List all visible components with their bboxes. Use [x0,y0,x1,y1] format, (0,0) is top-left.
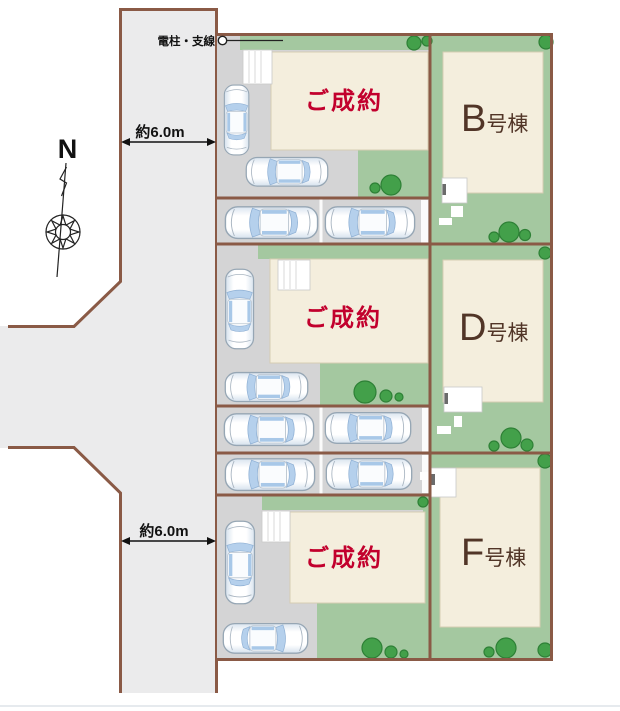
car-icon [225,268,255,350]
porch-d [437,386,483,434]
road-width-label-top: 約6.0m [135,123,184,141]
plot-e-grass-top [262,496,430,510]
car-icon [223,84,250,156]
porch-c [277,259,311,291]
car-icon [224,206,319,240]
road-width-annotation-top: 約6.0m [121,123,216,146]
tree-icon [399,649,409,659]
plot-borders [216,33,553,661]
building-f [439,467,541,628]
tree-icon [353,380,377,404]
utility-pole-icon [217,35,228,46]
tree-icon [369,182,381,194]
plot-e-grass-sliver [423,510,430,604]
arrowhead-left [121,138,130,146]
plot-c-grass-patch [320,362,430,406]
building-b [442,51,544,194]
tree-icon [394,392,404,402]
approach-tile-d1 [454,416,462,427]
door-f [431,474,435,485]
car-icon [325,458,413,490]
tree-icon [488,440,500,452]
building-d [442,259,544,403]
tree-icon [495,637,517,659]
tree-icon [537,642,553,658]
car-icon [245,156,329,187]
road-width-annotation-bottom: 約6.0m [121,522,216,545]
tree-icon [500,427,522,449]
tree-icon [417,496,429,508]
car-icon [223,413,315,447]
road-surface [0,8,217,693]
stall-end-2 [422,408,429,452]
tree-icon [379,389,393,403]
stall-divider-1 [319,199,323,243]
porch-b [439,177,468,225]
car-icon [222,622,309,654]
tree-icon [488,231,500,243]
car-icon [224,520,256,605]
approach-tile-b2 [439,218,452,225]
utility-pole-label: 電柱・支線 [158,34,216,48]
road-width-label-bottom: 約6.0m [139,522,188,540]
tree-icon [520,438,534,452]
arrowhead-right [207,138,216,146]
road [0,8,218,693]
building-e-sold [289,511,426,604]
tree-icon [498,221,520,243]
sold-label-row3: ご成約 [305,544,383,572]
arrowhead-right [207,537,216,545]
door-d [444,393,448,404]
unit-label-f: F号棟 [461,532,526,574]
tree-icon [537,453,553,469]
trees [353,34,554,659]
north-label: N [58,134,79,164]
tree-icon [406,35,422,51]
approach-tile-f1 [420,472,429,480]
car-icon [224,458,316,492]
compass: N [45,134,81,278]
stall-divider-2 [319,407,323,452]
tree-icon [518,228,532,242]
tree-icon [538,246,552,260]
buildings [242,49,544,628]
tree-icon [483,646,495,658]
stall-end-1 [421,200,428,243]
compass-needle-flag [59,166,68,197]
road-border-left-lower [8,446,122,693]
arrowhead-left [121,537,130,545]
approach-tile-b1 [451,206,463,217]
porch-e [261,510,291,543]
unit-label-b: B号棟 [461,98,528,140]
porch-a [242,49,273,85]
car-icon [324,412,412,444]
approach-tile-d2 [437,426,451,434]
road-border-left-upper [8,8,122,328]
car-icon [324,206,416,240]
building-a-sold [270,51,429,151]
tree-icon [384,645,398,659]
tree-icon [361,637,383,659]
tree-icon [380,174,402,196]
door-b [442,184,446,195]
compass-rose-icon [45,214,81,250]
plot-a-grass-top [240,34,430,50]
stall-divider-3 [319,454,323,494]
plot-c-grass-top [258,245,430,259]
labels: ご成約 ご成約 ご成約 B号棟 D号棟 F号棟 [304,87,528,574]
utility-pole: 電柱・支線 [158,34,283,48]
block-outline [216,33,553,661]
car-icon [224,371,309,403]
sold-label-row1: ご成約 [305,87,383,115]
sold-label-row2: ご成約 [304,304,382,332]
unit-label-d: D号棟 [459,307,528,349]
porch-f [420,467,457,498]
